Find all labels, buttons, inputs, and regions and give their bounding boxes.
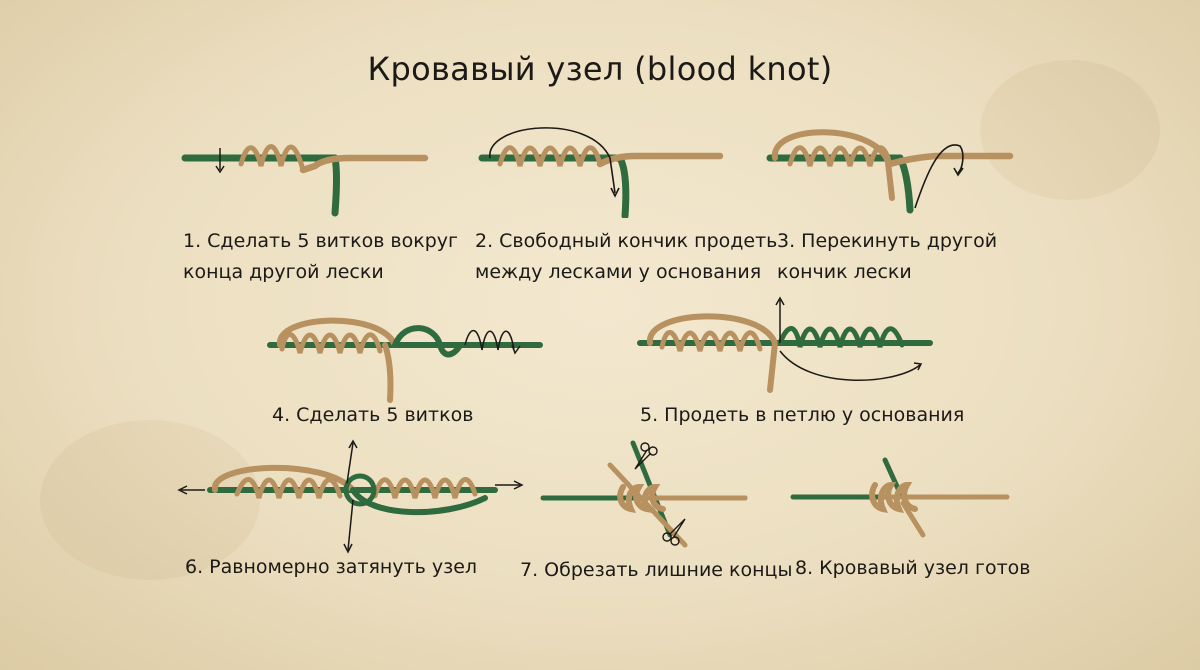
page-title: Кровавый узел (blood knot) (367, 50, 833, 88)
paper-stain (980, 60, 1160, 200)
knot-step-6 (177, 439, 524, 554)
knot-step-8 (790, 457, 1010, 538)
knot-step-3 (766, 129, 1014, 214)
knot-step-1 (181, 144, 429, 217)
knot-step-7 (540, 440, 748, 548)
step-6-label: 6. Равномерно затянуть узел (185, 556, 478, 578)
scissors-icon (634, 442, 658, 470)
step-7-label: 7. Обрезать лишние концы (520, 559, 793, 581)
paper-stain (40, 420, 260, 580)
step-2-label: 2. Свободный кончик продеть между лескам… (475, 230, 778, 283)
knot-step-4 (267, 317, 543, 403)
knot-step-5 (637, 296, 933, 393)
step-4-label: 4. Сделать 5 витков (272, 404, 474, 426)
step-3-label: 3. Перекинуть другой кончик лески (777, 230, 998, 283)
scissors-icon (662, 518, 686, 546)
step-1-label: 1. Сделать 5 витков вокруг конца другой … (183, 230, 459, 283)
step-8-label: 8. Кровавый узел готов (795, 557, 1031, 579)
step-5-label: 5. Продеть в петлю у основания (640, 404, 965, 426)
knot-step-2 (478, 127, 724, 218)
